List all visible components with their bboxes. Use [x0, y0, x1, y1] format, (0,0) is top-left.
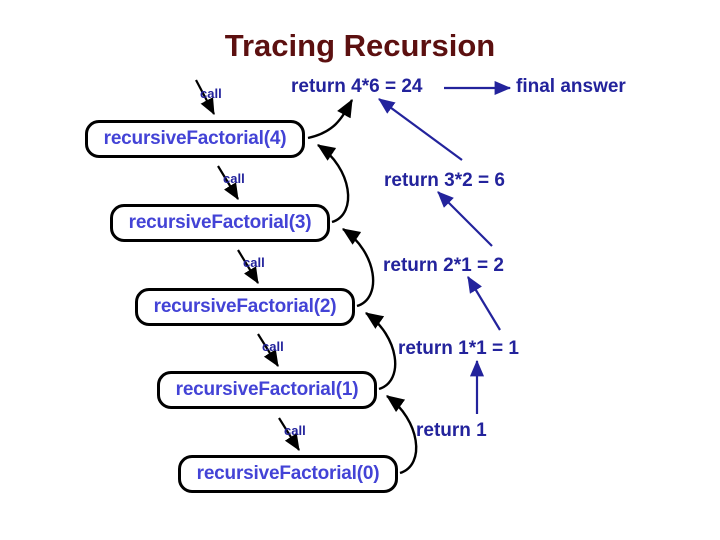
return-label-0: return 1	[416, 420, 487, 441]
return-arrow-4-to-top	[307, 98, 354, 140]
return-label-4: return 4*6 = 24	[291, 76, 423, 97]
call-label-1: call	[200, 86, 222, 101]
return-label-2: return 2*1 = 2	[383, 255, 504, 276]
return-label-3: return 3*2 = 6	[384, 170, 505, 191]
call-label-2: call	[223, 171, 245, 186]
frame-box-0[interactable]: recursiveFactorial(0)	[178, 455, 398, 493]
call-label-3: call	[243, 255, 265, 270]
frame-box-4[interactable]: recursiveFactorial(4)	[85, 120, 305, 158]
propagate-arrow-2-to-6	[437, 191, 493, 247]
page-title: Tracing Recursion	[224, 28, 496, 63]
call-label-5: call	[284, 423, 306, 438]
final-answer-label: final answer	[516, 76, 626, 97]
frame-box-3[interactable]: recursiveFactorial(3)	[110, 204, 330, 242]
propagate-arrow-6-to-24	[378, 98, 463, 161]
return-label-1: return 1*1 = 1	[398, 338, 519, 359]
propagate-arrow-1x1-to-2	[467, 276, 501, 331]
frame-box-2[interactable]: recursiveFactorial(2)	[135, 288, 355, 326]
frame-box-1[interactable]: recursiveFactorial(1)	[157, 371, 377, 409]
call-label-4: call	[262, 339, 284, 354]
